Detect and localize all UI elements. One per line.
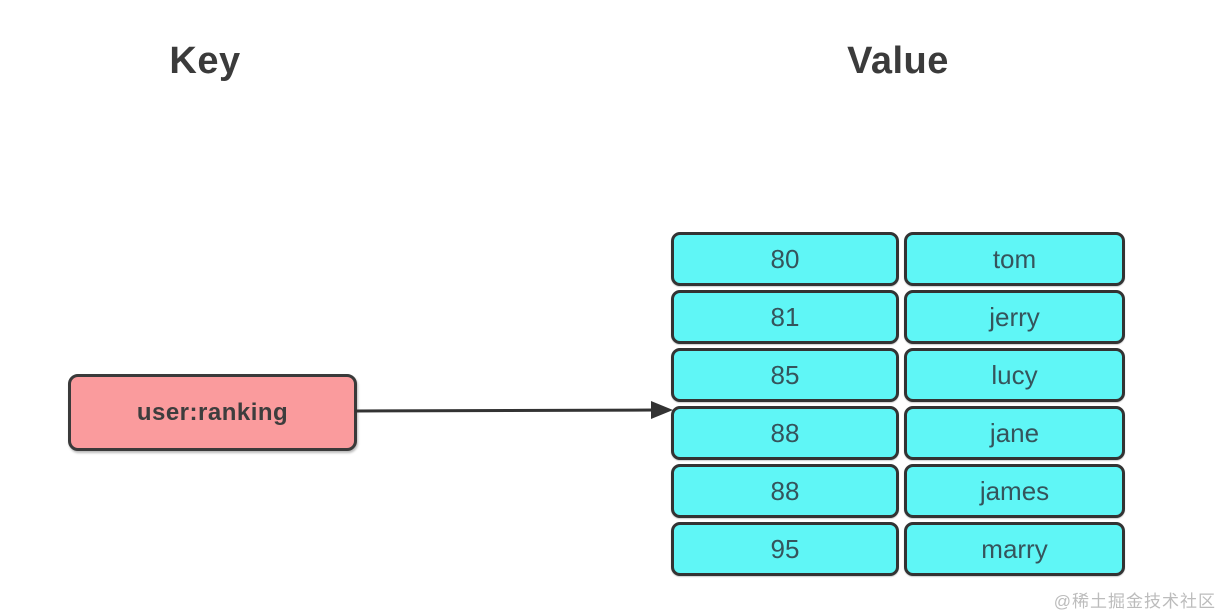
score-cell: 85 (671, 348, 899, 402)
member-cell: jerry (904, 290, 1125, 344)
member-cell: marry (904, 522, 1125, 576)
score-cell: 80 (671, 232, 899, 286)
member-cell: james (904, 464, 1125, 518)
key-column-title: Key (169, 40, 241, 82)
member-cell: tom (904, 232, 1125, 286)
watermark: @稀土掘金技术社区 (1053, 592, 1216, 611)
value-table: 80 tom 81 jerry 85 lucy 88 jane 88 james… (671, 232, 1127, 576)
score-cell: 95 (671, 522, 899, 576)
key-node: user:ranking (68, 374, 357, 451)
member-cell: lucy (904, 348, 1125, 402)
arrow-head-icon (651, 401, 673, 419)
key-node-label: user:ranking (136, 398, 289, 426)
score-cell: 88 (671, 464, 899, 518)
value-column-title: Value (847, 40, 949, 82)
key-to-value-arrow (355, 401, 673, 419)
arrow-line (355, 408, 656, 413)
member-cell: jane (904, 406, 1125, 460)
score-cell: 81 (671, 290, 899, 344)
score-cell: 88 (671, 406, 899, 460)
